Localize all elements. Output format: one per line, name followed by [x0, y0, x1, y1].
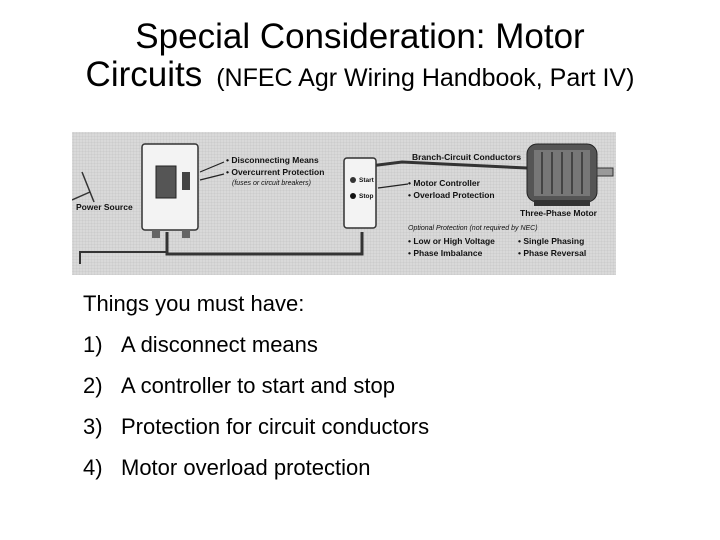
- list-number: 3): [83, 414, 103, 439]
- list-text: A controller to start and stop: [121, 373, 395, 398]
- optional-protection-header: Optional Protection (not required by NEC…: [408, 225, 538, 232]
- list-number: 2): [83, 373, 103, 398]
- list-text: Motor overload protection: [121, 455, 371, 480]
- arrow-overcurrent: [199, 173, 225, 181]
- disconnect-label: • Disconnecting Means: [226, 155, 319, 165]
- fuses-note: (fuses or circuit breakers): [232, 180, 311, 187]
- list-number: 1): [83, 332, 103, 357]
- diagram-drawing: [72, 143, 614, 264]
- motor-circuit-diagram: Power Source • Disconnecting Means • Ove…: [72, 132, 616, 275]
- overload-protection-label: • Overload Protection: [408, 190, 495, 200]
- title-line-2: Circuits: [85, 55, 203, 94]
- arrow-controller: [377, 183, 409, 189]
- list-item: 2) A controller to start and stop: [83, 365, 683, 406]
- list-heading: Things you must have:: [83, 291, 305, 316]
- list-item: 4) Motor overload protection: [83, 447, 683, 488]
- disconnect-box: [141, 143, 199, 238]
- wire-to-controller: [165, 232, 364, 256]
- arrow-disconnect: [199, 161, 225, 173]
- list-text: A disconnect means: [121, 332, 318, 357]
- title-line-1: Special Consideration: Motor: [135, 17, 585, 56]
- opt-phase-imbalance: • Phase Imbalance: [408, 248, 483, 258]
- three-phase-motor: [526, 143, 614, 206]
- title-citation: (NFEC Agr Wiring Handbook, Part IV): [216, 64, 635, 92]
- wire-power-in: [72, 171, 95, 203]
- requirements-list: Things you must have: 1) A disconnect me…: [83, 283, 683, 488]
- controller-box: [343, 157, 377, 229]
- wire-branch-to-motor: [369, 160, 528, 170]
- start-button-label: Start: [359, 177, 374, 184]
- branch-conductors-label: Branch-Circuit Conductors: [412, 152, 522, 162]
- list-item: 1) A disconnect means: [83, 324, 683, 365]
- power-source-label: Power Source: [76, 202, 133, 212]
- opt-phase-reversal: • Phase Reversal: [518, 248, 587, 258]
- list-text: Protection for circuit conductors: [121, 414, 430, 439]
- stop-button-label: Stop: [359, 193, 374, 200]
- overcurrent-label: • Overcurrent Protection: [226, 167, 325, 177]
- opt-low-high-voltage: • Low or High Voltage: [408, 236, 495, 246]
- motor-label: Three-Phase Motor: [520, 208, 597, 218]
- opt-single-phasing: • Single Phasing: [518, 236, 585, 246]
- list-number: 4): [83, 455, 103, 480]
- list-item: 3) Protection for circuit conductors: [83, 406, 683, 447]
- motor-controller-label: • Motor Controller: [408, 178, 480, 188]
- slide-title: Special Consideration: Motor Circuits (NF…: [0, 18, 720, 101]
